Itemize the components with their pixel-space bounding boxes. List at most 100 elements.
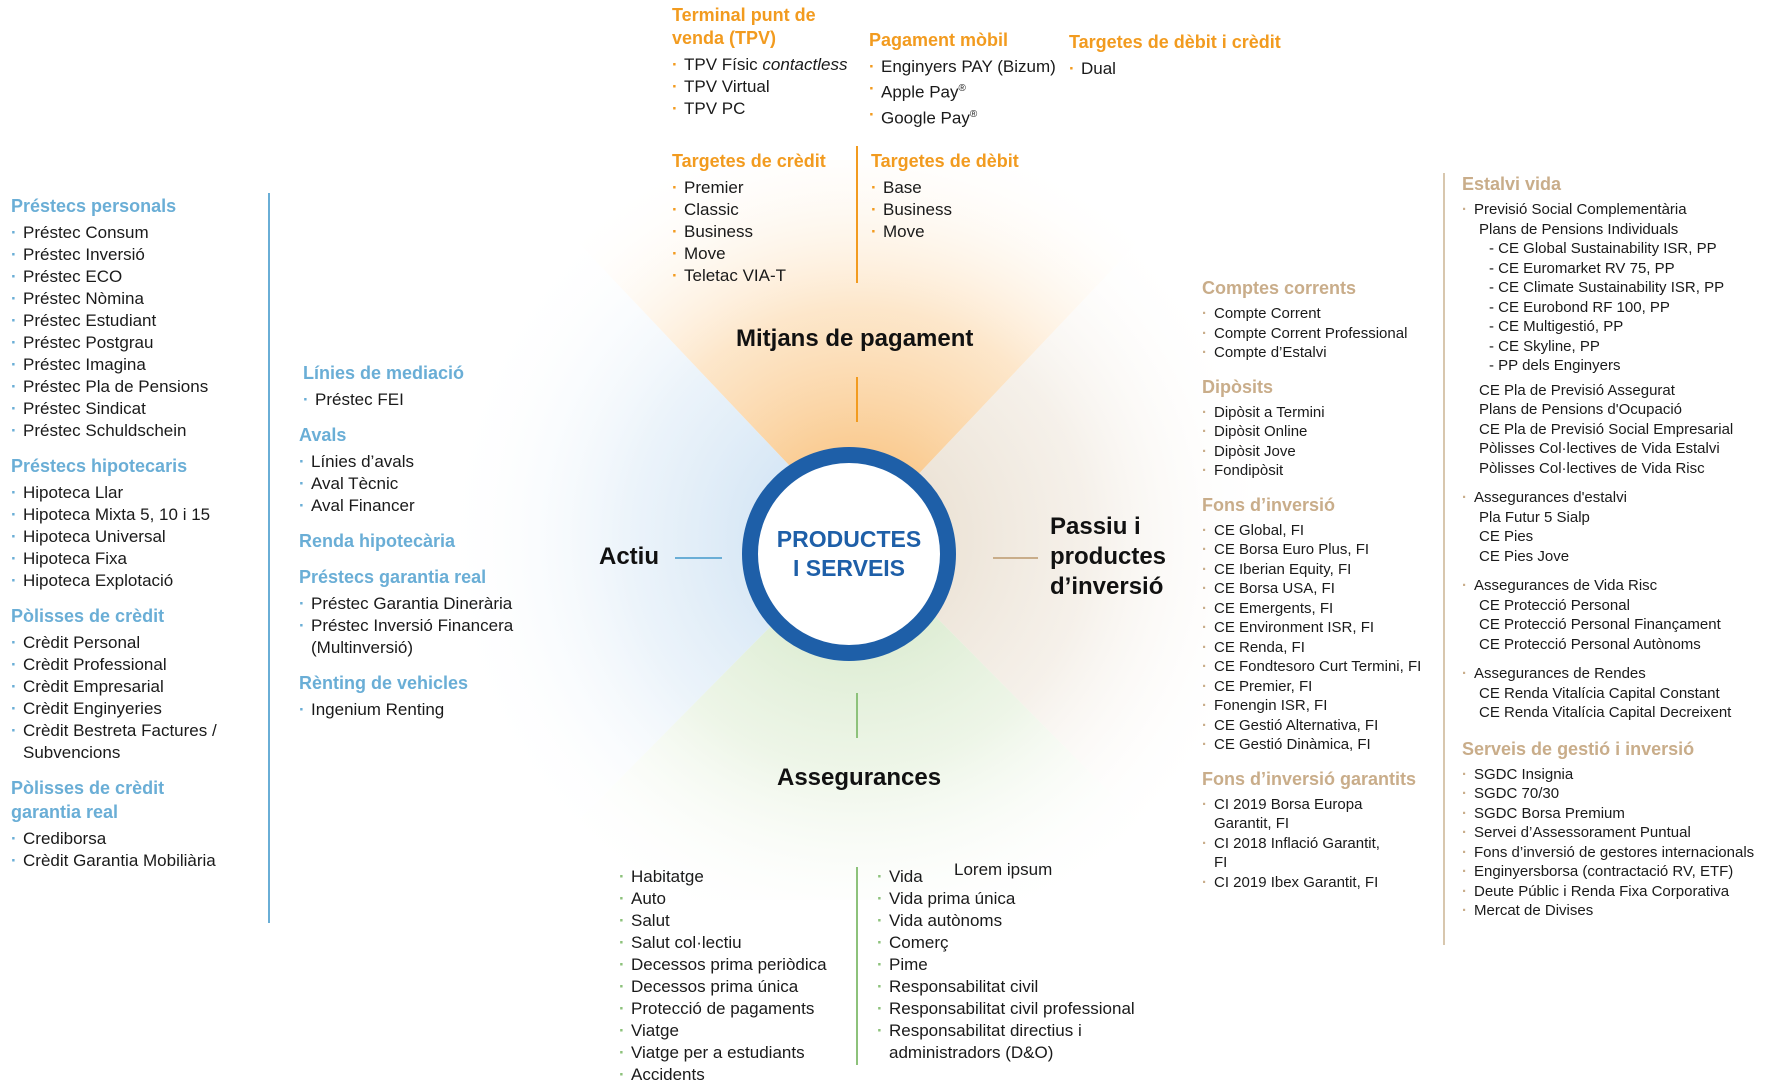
- list-item: Fons d’inversió de gestores internaciona…: [1462, 843, 1762, 863]
- list-item: - CE Global Sustainability ISR, PP: [1489, 240, 1717, 257]
- list-item: Premier: [672, 177, 852, 199]
- list-item: CE Pla de Previsió Assegurat: [1479, 381, 1675, 399]
- list-item: Préstec Imagina: [11, 354, 261, 376]
- list-item: Auto: [619, 888, 849, 910]
- list-item: Aval Tècnic: [299, 473, 544, 495]
- list-item: Fondipòsit: [1202, 461, 1437, 481]
- list-item: Responsabilitat directius i administrado…: [877, 1020, 1147, 1064]
- list-item: CE Protecció Personal Autònoms: [1479, 635, 1701, 653]
- list-item: Crèdit Empresarial: [11, 676, 226, 698]
- list-item: Salut col·lectiu: [619, 932, 849, 954]
- list-item: Ingenium Renting: [299, 699, 544, 721]
- mid-right-column: Comptes corrents Compte Corrent Compte C…: [1202, 276, 1437, 892]
- list-item: Crèdit Bestreta Factures / Subvencions: [11, 720, 226, 764]
- list-item: CE Iberian Equity, FI: [1202, 560, 1437, 580]
- list-item: Assegurances d'estalvi: [1462, 488, 1762, 508]
- list-item: CE Borsa USA, FI: [1202, 579, 1437, 599]
- renting-list: Ingenium Renting: [299, 699, 544, 721]
- avals-title: Avals: [299, 425, 347, 445]
- list-item: Responsabilitat civil professional: [877, 998, 1147, 1020]
- list-item: CE Environment ISR, FI: [1202, 618, 1437, 638]
- debit-credit-list: Dual: [1069, 58, 1299, 80]
- list-item: Préstec FEI: [303, 389, 544, 411]
- vida-risc-list: Assegurances de Vida Risc: [1462, 576, 1762, 596]
- prestecs-hipotecaris-title: Préstecs hipotecaris: [11, 456, 188, 476]
- list-item: Pla Futur 5 Sialp: [1479, 508, 1590, 526]
- tpv-block: Terminal punt de venda (TPV) TPV Físic c…: [672, 4, 862, 120]
- list-item: - CE Euromarket RV 75, PP: [1489, 259, 1675, 277]
- serveis-title: Serveis de gestió i inversió: [1462, 738, 1695, 759]
- targetes-credit-list: Premier Classic Business Move Teletac VI…: [672, 177, 852, 287]
- estalvi-items-list: Pla Futur 5 Sialp CE Pies CE Pies Jove: [1462, 508, 1762, 567]
- list-item: CE Protecció Personal Finançament: [1479, 616, 1721, 633]
- list-item: CI 2019 Ibex Garantit, FI: [1202, 873, 1382, 893]
- list-item: Línies d’avals: [299, 451, 544, 473]
- list-item: CE Pies: [1479, 528, 1534, 545]
- list-item: Fonengin ISR, FI: [1202, 696, 1437, 716]
- list-item: Business: [871, 199, 1051, 221]
- right-column: Estalvi vida Previsió Social Complementà…: [1462, 172, 1762, 921]
- list-item: Crèdit Enginyeries: [11, 698, 226, 720]
- list-item: Hipoteca Llar: [11, 482, 261, 504]
- list-item: - PP dels Enginyers: [1489, 357, 1621, 374]
- list-item: Dipòsit Jove: [1202, 442, 1437, 462]
- debit-credit-title: Targetes de dèbit i crèdit: [1069, 32, 1281, 52]
- list-item: Decessos prima periòdica: [619, 954, 849, 976]
- list-item: Assegurances de Rendes: [1462, 664, 1762, 684]
- prestecs-garantia-real-title: Préstecs garantia real: [299, 567, 487, 587]
- renting-title: Rènting de vehicles: [299, 673, 469, 693]
- left-column: Préstecs personals Préstec Consum Préste…: [11, 194, 261, 872]
- list-item: Servei d’Assessorament Puntual: [1462, 823, 1762, 843]
- list-item: CE Renda Vitalícia Capital Decreixent: [1479, 704, 1732, 721]
- linies-mediacio-list: Préstec FEI: [299, 389, 544, 411]
- targetes-debit-block: Targetes de dèbit Base Business Move: [871, 149, 1051, 243]
- list-item: SGDC Borsa Premium: [1462, 804, 1762, 824]
- list-item: CE Borsa Euro Plus, FI: [1202, 540, 1437, 560]
- list-item: Préstec Consum: [11, 222, 261, 244]
- right-connector: [993, 557, 1038, 559]
- pagament-mobil-block: Pagament mòbil Enginyers PAY (Bizum) App…: [869, 28, 1069, 129]
- list-item: TPV Virtual: [672, 76, 862, 98]
- bottom-connector: [856, 693, 858, 738]
- diposits-list: Dipòsit a Termini Dipòsit Online Dipòsit…: [1202, 403, 1437, 481]
- pagament-mobil-list: Enginyers PAY (Bizum) Apple Pay® Google …: [869, 56, 1069, 129]
- mid-left-column: Línies de mediació Préstec FEI Avals Lín…: [299, 361, 544, 721]
- insurance-right-block: Vida Vida prima única Vida autònoms Come…: [877, 866, 1147, 1064]
- list-item: Plans de Pensions d'Ocupació: [1479, 401, 1682, 418]
- list-item: Hipoteca Fixa: [11, 548, 261, 570]
- tpv-title: Terminal punt de venda (TPV): [672, 5, 816, 48]
- list-item: Move: [871, 221, 1051, 243]
- plans-individuals-list: - CE Global Sustainability ISR, PP - CE …: [1462, 239, 1762, 376]
- list-item: Protecció de pagaments: [619, 998, 849, 1020]
- plans-individuals-label: Plans de Pensions Individuals: [1479, 220, 1679, 238]
- list-item: Dipòsit Online: [1202, 422, 1437, 442]
- comptes-title: Comptes corrents: [1202, 278, 1357, 298]
- list-item: Compte Corrent: [1202, 304, 1437, 324]
- list-item: Pòlisses Col·lectives de Vida Risc: [1479, 459, 1705, 477]
- list-item: CE Pies Jove: [1479, 547, 1570, 565]
- comptes-list: Compte Corrent Compte Corrent Profession…: [1202, 304, 1437, 363]
- list-item: CE Gestió Alternativa, FI: [1202, 716, 1437, 736]
- assegurances-estalvi-list: Assegurances d'estalvi: [1462, 488, 1762, 508]
- axis-label-right: Passiu i productes d’inversió: [1050, 513, 1167, 600]
- axis-label-left: Actiu: [599, 543, 659, 570]
- list-item: Accidents: [619, 1064, 849, 1086]
- list-item: Préstec Estudiant: [11, 310, 261, 332]
- serveis-list: SGDC Insignia SGDC 70/30 SGDC Borsa Prem…: [1462, 765, 1762, 921]
- previsio-rest-list: CE Pla de Previsió Assegurat Plans de Pe…: [1462, 381, 1762, 479]
- insurance-left-block: Habitatge Auto Salut Salut col·lectiu De…: [619, 866, 849, 1086]
- list-item: - CE Eurobond RF 100, PP: [1489, 298, 1670, 316]
- list-item: - CE Multigestió, PP: [1489, 318, 1624, 335]
- fons-title: Fons d’inversió: [1202, 494, 1336, 515]
- axis-label-top: Mitjans de pagament: [736, 325, 974, 352]
- list-item: CE Emergents, FI: [1202, 599, 1437, 619]
- risc-items-list: CE Protecció Personal CE Protecció Perso…: [1462, 596, 1762, 655]
- fons-garantits-list: CI 2019 Borsa Europa Garantit, FI CI 201…: [1202, 795, 1382, 893]
- list-item: CE Renda Vitalícia Capital Constant: [1479, 684, 1720, 702]
- axis-label-bottom: Assegurances: [777, 764, 942, 791]
- insurance-right-list: Vida Vida prima única Vida autònoms Come…: [877, 866, 1147, 1064]
- top-cards-divider: [856, 146, 858, 283]
- apple-pay-label: Apple Pay: [881, 82, 959, 102]
- list-item: Business: [672, 221, 852, 243]
